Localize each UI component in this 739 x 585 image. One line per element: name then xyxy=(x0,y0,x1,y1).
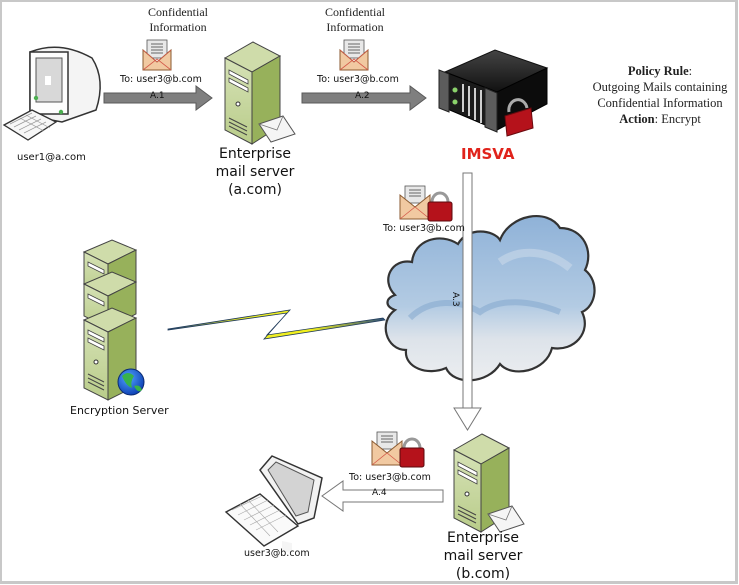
arrow-a2 xyxy=(301,85,427,111)
policy-rule-label: Policy Rule xyxy=(627,64,689,78)
server-label-line: Enterprise xyxy=(446,530,520,546)
lightning-link xyxy=(167,309,386,340)
arrow-a3-shaft xyxy=(462,172,473,409)
open-envelope-icon xyxy=(142,39,172,71)
message-caption: Confidential Information xyxy=(123,5,233,35)
mail-server-b-label: Enterprise mail server (b.com) xyxy=(428,529,538,583)
open-envelope-icon xyxy=(339,39,369,71)
caption-line: Information xyxy=(149,20,207,34)
server-tower-icon xyxy=(452,433,525,533)
caption-line: Confidential xyxy=(325,5,385,19)
imsva-label: IMSVA xyxy=(461,145,515,163)
caption-line: Confidential xyxy=(148,5,208,19)
cloud-icon xyxy=(384,215,596,382)
mail-server-a-label: Enterprise mail server (a.com) xyxy=(200,145,310,199)
recipient-label: To: user3@b.com xyxy=(383,223,465,234)
server-label-line: Enterprise xyxy=(218,146,292,162)
encrypted-envelope-icon xyxy=(371,431,425,468)
policy-action: Action: Encrypt xyxy=(570,111,739,127)
server-tower-icon xyxy=(223,41,296,145)
recipient-label: To: user3@b.com xyxy=(120,74,202,85)
policy-rule-line: Confidential Information xyxy=(597,96,723,110)
sender-label: user1@a.com xyxy=(17,152,86,163)
policy-rule-heading: Policy Rule: xyxy=(570,63,739,79)
laptop-icon xyxy=(224,455,323,554)
rack-server-lock-icon xyxy=(438,49,549,137)
arrow-a4 xyxy=(321,480,444,512)
arrow-a1-label: A.1 xyxy=(150,91,165,101)
arrow-a2-label: A.2 xyxy=(355,91,370,101)
recipient-label: To: user3@b.com xyxy=(317,74,399,85)
policy-action-label: Action xyxy=(619,112,655,126)
caption-line: Information xyxy=(326,20,384,34)
arrow-a3-label: A.3 xyxy=(450,292,460,307)
encryption-server-label: Encryption Server xyxy=(70,404,169,417)
recipient-label: To: user3@b.com xyxy=(349,472,431,483)
policy-rule-box: Policy Rule: Outgoing Mails containing C… xyxy=(570,63,739,127)
desktop-computer-icon xyxy=(2,46,101,141)
server-label-line: (b.com) xyxy=(455,566,511,582)
arrow-a1 xyxy=(103,85,213,111)
arrow-a4-label: A.4 xyxy=(372,488,387,498)
server-label-line: (a.com) xyxy=(228,182,282,198)
message-caption: Confidential Information xyxy=(300,5,410,35)
server-stack-globe-icon xyxy=(82,239,145,401)
policy-rule-sep: : xyxy=(688,64,693,78)
recipient-node-label: user3@b.com xyxy=(244,548,310,559)
encrypted-envelope-icon xyxy=(399,185,453,222)
server-label-line: mail server xyxy=(215,164,295,180)
server-label-line: mail server xyxy=(443,548,523,564)
policy-rule-line: Outgoing Mails containing xyxy=(592,80,728,94)
policy-action-value: : Encrypt xyxy=(654,112,701,126)
